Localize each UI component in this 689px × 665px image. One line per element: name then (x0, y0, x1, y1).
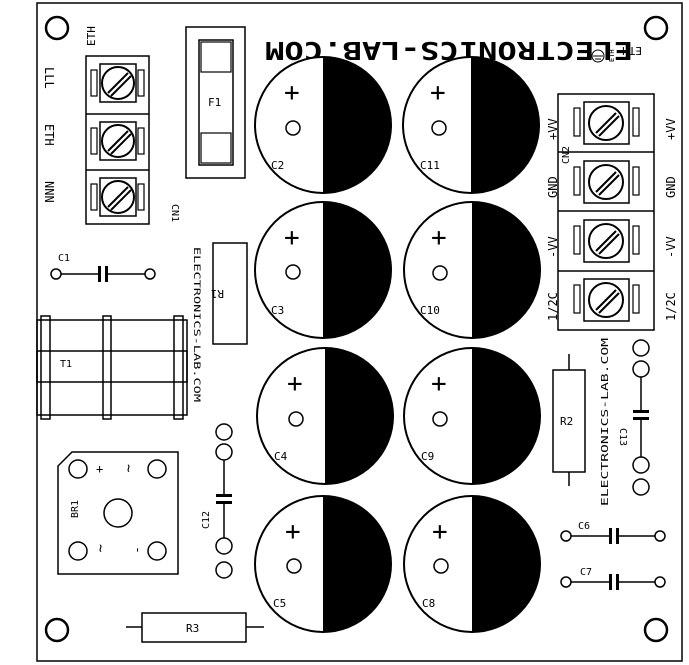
cap-c4 (256, 347, 394, 485)
r2-label: R2 (560, 415, 573, 428)
mounting-hole-top-right (643, 15, 669, 41)
cn2-screw-1 (583, 101, 630, 145)
mounting-hole-top-left (44, 15, 70, 41)
cap-c10-label: C10 (420, 304, 440, 317)
capacitor-c13 (632, 339, 650, 496)
cap-c8-label: C8 (422, 597, 435, 610)
resistor-r1 (212, 242, 248, 345)
cn1-label-eth: ETH (42, 124, 56, 146)
fuse-f1 (185, 26, 246, 179)
cap-c2-plus: + (284, 78, 300, 108)
capacitor-c12 (215, 423, 233, 579)
cap-c11 (402, 56, 540, 194)
brand-vertical-right: ELECTRONICS-LAB.COM (600, 338, 611, 506)
cap-c3-plus: + (284, 223, 300, 253)
cn1-label-nnn: NNN (42, 181, 56, 203)
cn1-screw-2 (99, 121, 137, 161)
br1-plus: + (96, 462, 103, 476)
cn1-screw-3 (99, 177, 137, 217)
cn2-terminal-block (557, 93, 655, 331)
cap-c5 (254, 495, 392, 633)
cn1-label-lll: LLL (42, 67, 56, 89)
cap-c2 (254, 56, 392, 194)
cap-c5-plus: + (285, 517, 301, 547)
cap-c8-plus: + (432, 517, 448, 547)
eth-label-top-left: ETH (85, 26, 98, 46)
cn2-left-plus-vv: +VV (546, 118, 560, 140)
cap-c9-plus: + (431, 369, 447, 399)
r1-label: R1 (211, 287, 224, 300)
cn2-left-half-c: 1/2C (546, 292, 560, 321)
cap-c10-plus: + (431, 223, 447, 253)
cap-c11-plus: + (430, 78, 446, 108)
capacitor-c6 (560, 528, 666, 544)
cap-c9-label: C9 (421, 450, 434, 463)
capacitor-c1 (50, 266, 156, 282)
cap-c2-label: C2 (271, 159, 284, 172)
cap-c10 (403, 201, 541, 339)
earth-symbol (591, 49, 605, 63)
cap-c8 (403, 495, 541, 633)
cap-c9 (403, 347, 541, 485)
eth-label-top-right: ETH (622, 44, 642, 57)
cn2-right-plus-vv: +VV (664, 118, 678, 140)
cn2-screw-2 (583, 160, 630, 204)
transformer-t1 (36, 315, 188, 420)
mounting-hole-bottom-left (44, 617, 70, 643)
r3-label: R3 (186, 622, 199, 635)
c1-label: C1 (58, 253, 70, 264)
c6-label: C6 (578, 521, 590, 532)
resistor-r2 (552, 354, 586, 486)
t1-label: T1 (60, 359, 72, 370)
cn2-name: CN2 (561, 146, 572, 164)
resistor-r3 (126, 612, 264, 643)
c7-label: C7 (580, 567, 592, 578)
mounting-hole-bottom-right (643, 617, 669, 643)
cap-c5-label: C5 (273, 597, 286, 610)
cap-c3 (254, 201, 392, 339)
capacitor-c7 (560, 574, 666, 590)
cn1-screw-1 (99, 63, 137, 103)
cn1-terminal-block (85, 55, 150, 225)
cn2-screw-4 (583, 278, 630, 322)
cn2-screw-3 (583, 219, 630, 263)
c12-label: C12 (201, 511, 212, 529)
cap-c4-plus: + (287, 369, 303, 399)
bridge-rectifier-br1 (57, 451, 179, 575)
cn2-right-half-c: 1/2C (664, 292, 678, 321)
cn2-left-minus-vv: -VV (546, 236, 560, 258)
br1-minus: - (130, 546, 145, 554)
cn2-left-gnd: GND (546, 176, 560, 198)
br1-ac-bottom: ~ (92, 544, 108, 552)
c13-label: C13 (617, 428, 628, 446)
br1-label: BR1 (70, 500, 81, 518)
brand-vertical-middle: ELECTRONICS-LAB.COM (191, 247, 201, 403)
cn2-right-minus-vv: -VV (664, 236, 678, 258)
br1-ac-top: ~ (120, 464, 136, 472)
eth-label-small: ETH (608, 49, 616, 62)
cap-c4-label: C4 (274, 450, 288, 463)
cn1-name: CN1 (169, 204, 180, 222)
fuse-label: F1 (208, 96, 221, 109)
cn2-right-gnd: GND (664, 176, 678, 198)
cap-c11-label: C11 (420, 159, 440, 172)
cap-c3-label: C3 (271, 304, 284, 317)
